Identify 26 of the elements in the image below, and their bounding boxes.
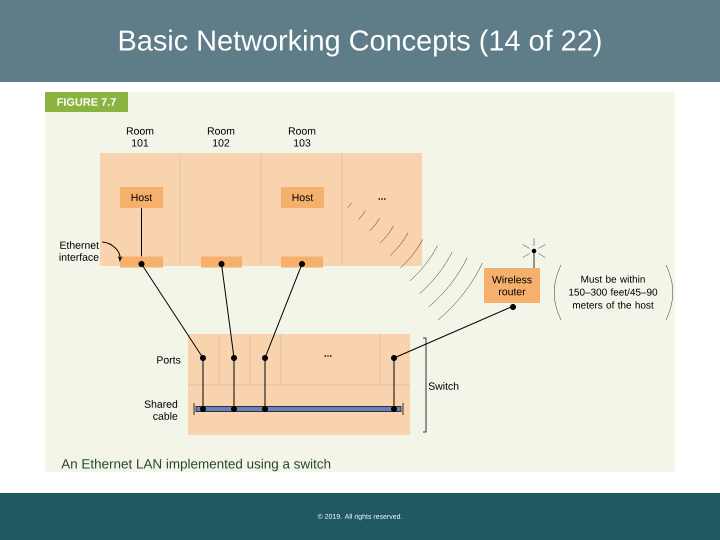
- switch-box: ... Switch: [188, 334, 458, 435]
- connector-line: [221, 264, 234, 358]
- figure-tab: FIGURE 7.7: [45, 92, 128, 112]
- range-note: Must be within 150–300 feet/45–90 meters of the host: [554, 264, 673, 320]
- host-box: Host: [281, 187, 324, 208]
- node-label: Room 103: [288, 127, 316, 147]
- interface-label: Ethernet interface: [60, 241, 99, 261]
- ports-label: Ports: [157, 356, 180, 364]
- shared-cable: [194, 402, 404, 416]
- connector-line: [394, 306, 514, 358]
- cable-label: Shared cable: [144, 400, 178, 420]
- node-label: Room 101: [126, 127, 154, 147]
- title: Basic Networking Concepts (14 of 22): [120, 30, 601, 56]
- interface-box: [281, 256, 323, 268]
- room-panel: Room 102: [180, 127, 262, 266]
- router-box: Wireless router: [484, 238, 546, 310]
- node-label: ...: [378, 198, 386, 200]
- node-label: Switch: [428, 382, 458, 390]
- connector-line: [141, 264, 204, 358]
- room-panel: ...: [342, 153, 422, 266]
- interface-box: [201, 256, 242, 268]
- host-box: Host: [120, 187, 163, 208]
- node-label: Room 102: [208, 127, 234, 147]
- connector-line: [141, 208, 142, 257]
- connector-line: [264, 264, 302, 358]
- caption: An Ethernet LAN implemented using a switch: [61, 458, 330, 472]
